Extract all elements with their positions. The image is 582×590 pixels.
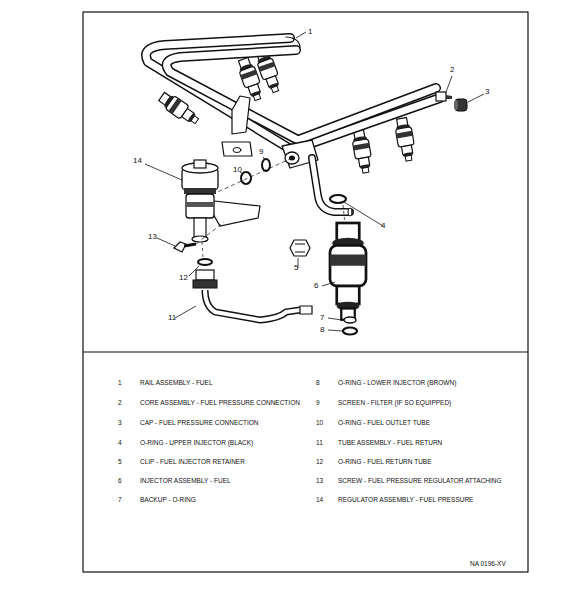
item-number: 6	[118, 478, 122, 485]
return-tube	[193, 270, 312, 320]
item-number: 13	[316, 478, 323, 485]
part-name: O-RING - LOWER INJECTOR (BROWN)	[338, 380, 456, 387]
clip	[290, 240, 310, 256]
part-name: RAIL ASSEMBLY - FUEL	[140, 380, 213, 387]
item-number: 12	[316, 459, 323, 466]
callout-number: 8	[320, 326, 324, 334]
item-number: 10	[316, 420, 323, 427]
part-name: TUBE ASSEMBLY - FUEL RETURN	[338, 440, 442, 447]
o-ring	[198, 259, 212, 265]
pressure-connection	[436, 92, 467, 111]
callout-number: 9	[259, 148, 263, 156]
callout-number: 3	[485, 88, 489, 96]
o-ring	[330, 195, 346, 203]
frame	[83, 12, 528, 572]
part-name: BACKUP - O-RING	[140, 497, 196, 504]
callout-number: 6	[314, 282, 318, 290]
part-name: O-RING - FUEL OUTLET TUBE	[338, 420, 430, 427]
part-name: CLIP - FUEL INJECTOR RETAINER	[140, 459, 245, 466]
part-name: SCREEN - FILTER (IF SO EQUIPPED)	[338, 400, 451, 407]
item-number: 7	[118, 497, 122, 504]
callout-number: 14	[133, 157, 142, 165]
item-number: 9	[316, 400, 320, 407]
fuel-rail	[146, 37, 440, 216]
screw	[174, 222, 224, 252]
part-name: INJECTOR ASSEMBLY - FUEL	[140, 478, 231, 485]
item-number: 4	[118, 440, 122, 447]
callout-number: 4	[381, 222, 385, 230]
item-number: 14	[316, 497, 323, 504]
pressure-regulator	[182, 160, 260, 242]
part-name: REGULATOR ASSEMBLY - FUEL PRESSURE	[338, 497, 473, 504]
divider	[83, 351, 528, 352]
item-number: 2	[118, 400, 122, 407]
item-number: 11	[316, 440, 323, 447]
item-number: 1	[118, 380, 122, 387]
callout-number: 1	[308, 28, 312, 36]
item-number: 3	[118, 420, 122, 427]
part-name: O-RING - FUEL RETURN TUBE	[338, 459, 432, 466]
fuel-injector	[330, 223, 366, 320]
part-name: O-RING - UPPER INJECTOR (BLACK)	[140, 440, 253, 447]
item-number: 5	[118, 459, 122, 466]
o-ring	[241, 172, 251, 184]
callout-number: 10	[233, 166, 242, 174]
figure-code: NA 0196-XV	[470, 561, 506, 568]
part-name: CAP - FUEL PRESSURE CONNECTION	[140, 420, 258, 427]
callout-number: 12	[179, 274, 188, 282]
callout-number: 5	[294, 264, 298, 272]
callout-number: 11	[168, 314, 176, 322]
part-name: SCREW - FUEL PRESSURE REGULATOR ATTACHIN…	[338, 478, 502, 485]
part-name: CORE ASSEMBLY - FUEL PRESSURE CONNECTION	[140, 400, 300, 407]
filter-screen	[262, 159, 270, 171]
callout-number: 7	[320, 314, 324, 322]
leader-lines	[145, 32, 484, 331]
callout-number: 2	[450, 66, 454, 74]
callout-number: 13	[148, 233, 157, 241]
item-number: 8	[316, 380, 320, 387]
